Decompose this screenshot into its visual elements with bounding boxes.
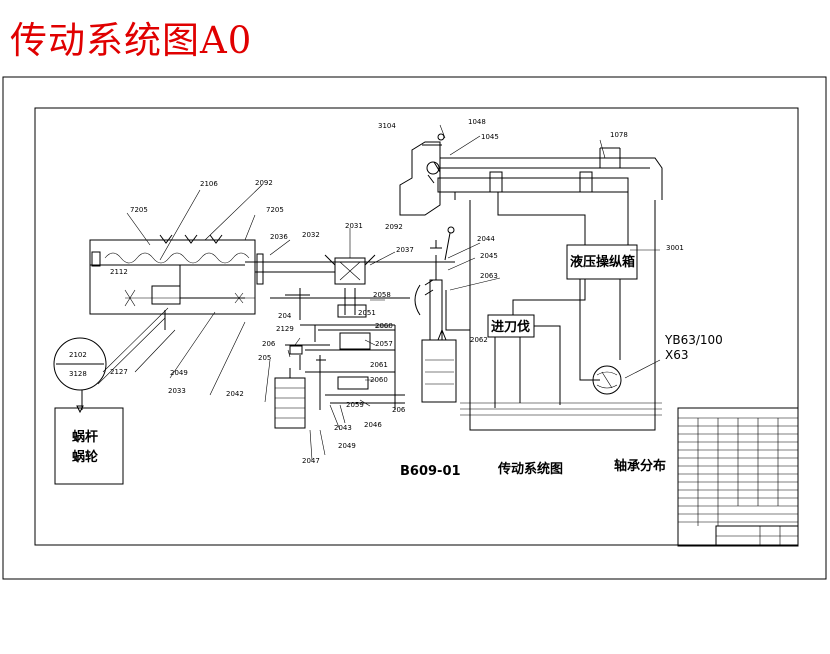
worm-wheel-label: 蜗轮	[72, 449, 98, 465]
part-label: 2051	[358, 309, 376, 317]
hydraulic-box-label: 液压操纵箱	[570, 254, 635, 270]
drive-motor	[274, 368, 306, 429]
part-label: 3001	[666, 244, 684, 252]
inner-frame	[34, 107, 799, 546]
part-label: 2049	[170, 369, 188, 377]
part-label: 2042	[226, 390, 244, 398]
hydraulic-cylinder	[437, 147, 663, 245]
drawing-number: B609-01	[400, 464, 461, 479]
part-label: 2060	[370, 376, 388, 384]
part-label: 2060	[375, 322, 393, 330]
part-label: 2049	[338, 442, 356, 450]
part-label: 2036	[270, 233, 288, 241]
part-label: 2102	[69, 351, 87, 359]
part-label: 2129	[276, 325, 294, 333]
part-label: 206	[262, 340, 276, 348]
part-label: 2059	[346, 401, 364, 409]
parts-table	[677, 407, 799, 547]
outer-frame	[2, 76, 827, 580]
motor-x: X63	[665, 348, 689, 362]
part-label: 205	[258, 354, 271, 362]
part-label: 2092	[385, 223, 403, 231]
part-label: 206	[392, 406, 406, 414]
part-label: 2037	[396, 246, 414, 254]
part-label: 2032	[302, 231, 320, 239]
part-label: 2045	[480, 252, 498, 260]
worm-circle	[53, 337, 107, 391]
part-label: 2106	[200, 180, 218, 188]
part-label: 2112	[110, 268, 128, 276]
part-label: 204	[278, 312, 292, 320]
drawing-name: 传动系统图	[497, 461, 563, 477]
clutch-2036	[256, 253, 264, 285]
gear-train	[285, 324, 405, 410]
part-label: 2031	[345, 222, 363, 230]
worm-label: 蜗杆	[72, 429, 98, 445]
gearbox-housing	[89, 234, 256, 330]
part-label: 2057	[375, 340, 393, 348]
part-label: 2044	[477, 235, 495, 243]
motor-pump	[592, 365, 622, 395]
part-label: 2058	[373, 291, 391, 299]
part-label: 7205	[130, 206, 148, 214]
gear-2051	[337, 304, 367, 318]
part-label: 2046	[364, 421, 382, 429]
part-label: 2127	[110, 368, 128, 376]
part-label: 2043	[334, 424, 352, 432]
bearing-distribution: 轴承分布	[614, 458, 666, 474]
feed-box-label: 进刀伐	[491, 319, 530, 335]
part-label: 2063	[480, 272, 498, 280]
spindle-head	[399, 133, 445, 216]
worm-box	[54, 407, 124, 485]
hydraulic-box	[566, 244, 638, 280]
drawing-title: 传动系统图A0	[10, 19, 253, 62]
part-label: 2062	[470, 336, 488, 344]
part-label: 2061	[370, 361, 388, 369]
feed-column	[414, 226, 457, 403]
part-label: 3104	[378, 122, 396, 130]
oil-tank	[460, 200, 662, 431]
part-label: 3128	[69, 370, 87, 378]
part-label: 2047	[302, 457, 320, 465]
part-label: 1045	[481, 133, 499, 141]
part-label: 1078	[610, 131, 628, 139]
part-label: 2033	[168, 387, 186, 395]
motor-model: YB63/100	[664, 333, 723, 347]
part-number-labels: 3104 1048 1045 1078 2106 2092 7205 7205 …	[69, 118, 684, 465]
part-label: 1048	[468, 118, 486, 126]
part-label: 2092	[255, 179, 273, 187]
part-label: 7205	[266, 206, 284, 214]
